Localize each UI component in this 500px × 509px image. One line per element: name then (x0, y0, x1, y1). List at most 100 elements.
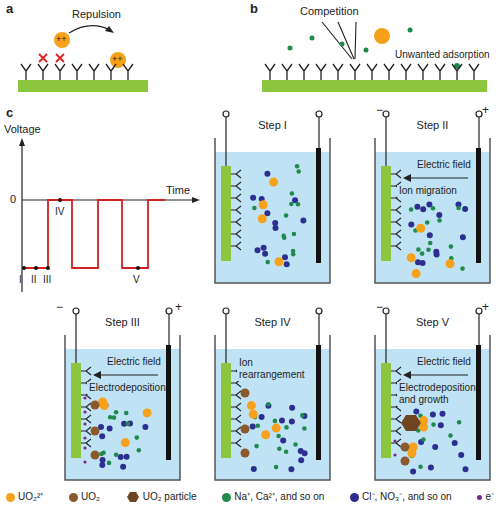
counter-electrode (316, 148, 321, 263)
uo2-deposit (401, 457, 410, 466)
electron (83, 396, 86, 399)
solution (215, 152, 330, 283)
ion (302, 450, 308, 456)
ion (408, 222, 414, 228)
solution (375, 152, 490, 283)
ion (274, 465, 279, 470)
ion (430, 411, 436, 417)
ion (409, 207, 414, 212)
cross-mark (39, 54, 64, 62)
figure-label: 0 (10, 193, 16, 206)
receptor (299, 64, 309, 80)
uo2-deposit (91, 451, 100, 460)
terminal (383, 111, 389, 117)
ion (420, 206, 426, 212)
beaker: Step VElectric fieldElectrodeposition an… (375, 335, 490, 480)
figure-label: I (19, 273, 22, 286)
field-label: Electric field (415, 159, 473, 171)
ion (256, 424, 261, 429)
beaker-wall (215, 335, 330, 480)
receptor (38, 64, 48, 80)
ion (410, 468, 416, 474)
terminal (316, 111, 322, 117)
ion (416, 247, 421, 252)
ion (143, 408, 152, 417)
step-dot (34, 266, 38, 270)
terminal (166, 308, 172, 314)
ion (100, 457, 106, 463)
cation (288, 46, 293, 51)
ion (266, 402, 271, 407)
receptor (55, 64, 65, 80)
ion (428, 465, 434, 471)
ion (273, 419, 278, 424)
beaker-wall (65, 335, 180, 480)
ion (276, 434, 281, 439)
ion (284, 213, 289, 218)
solution (215, 349, 330, 480)
arrowhead (192, 197, 200, 203)
legend-swatch (477, 495, 482, 500)
solution (65, 349, 180, 480)
receptor (391, 218, 401, 226)
cation (364, 48, 369, 53)
ion (251, 466, 257, 472)
legend-swatch (69, 493, 78, 502)
ion (259, 414, 265, 420)
receptor (89, 64, 99, 80)
figure-label: IV (55, 205, 64, 218)
receptor (231, 403, 241, 411)
field-label: Electric field (105, 356, 163, 368)
ion (282, 254, 288, 260)
ion (432, 444, 438, 450)
substrate (18, 80, 148, 92)
polarity-sign: − (56, 301, 63, 314)
process-label: Electrodeposition and growth (397, 382, 476, 406)
wire (225, 314, 226, 363)
receptor (391, 230, 401, 238)
ion (250, 195, 256, 201)
ion (426, 247, 431, 252)
ion (284, 261, 290, 267)
beaker-drawing (215, 138, 330, 283)
ion (249, 410, 258, 419)
process-label: Electrodeposition (87, 382, 166, 394)
receptor (123, 64, 133, 80)
receptor (231, 218, 241, 226)
ion (407, 449, 416, 458)
panel-letter: c (6, 106, 13, 119)
electron (83, 422, 86, 425)
uo2-deposit (91, 427, 100, 436)
wire (225, 117, 226, 166)
panel-letter: b (250, 2, 258, 15)
cation (340, 42, 345, 47)
figure-label: II (31, 273, 37, 286)
uo2-deposit (241, 449, 250, 458)
ion (290, 191, 295, 196)
receptor (21, 64, 31, 80)
ion (250, 424, 256, 430)
substrate (262, 80, 487, 92)
ion (118, 454, 124, 460)
legend-text: Cl⁻, NO₃⁻, and so on (362, 491, 452, 503)
cation (408, 28, 413, 33)
legend-text: UO₂ particle (143, 491, 197, 503)
uo2-deposit (241, 425, 250, 434)
receptor (231, 194, 241, 202)
ion (295, 164, 300, 169)
ion (284, 449, 289, 454)
figure-label: V (133, 273, 140, 286)
ion (258, 214, 267, 223)
ion (108, 415, 113, 420)
legend-swatch (6, 493, 15, 502)
working-electrode (221, 363, 231, 458)
ion (462, 206, 468, 212)
figure-label: ++ (56, 33, 67, 46)
uo2-deposit (91, 401, 100, 410)
terminal (223, 308, 229, 314)
receptor (350, 64, 360, 80)
beaker-wall (215, 138, 330, 283)
receptor (452, 64, 462, 80)
panel-letter: a (6, 2, 13, 15)
